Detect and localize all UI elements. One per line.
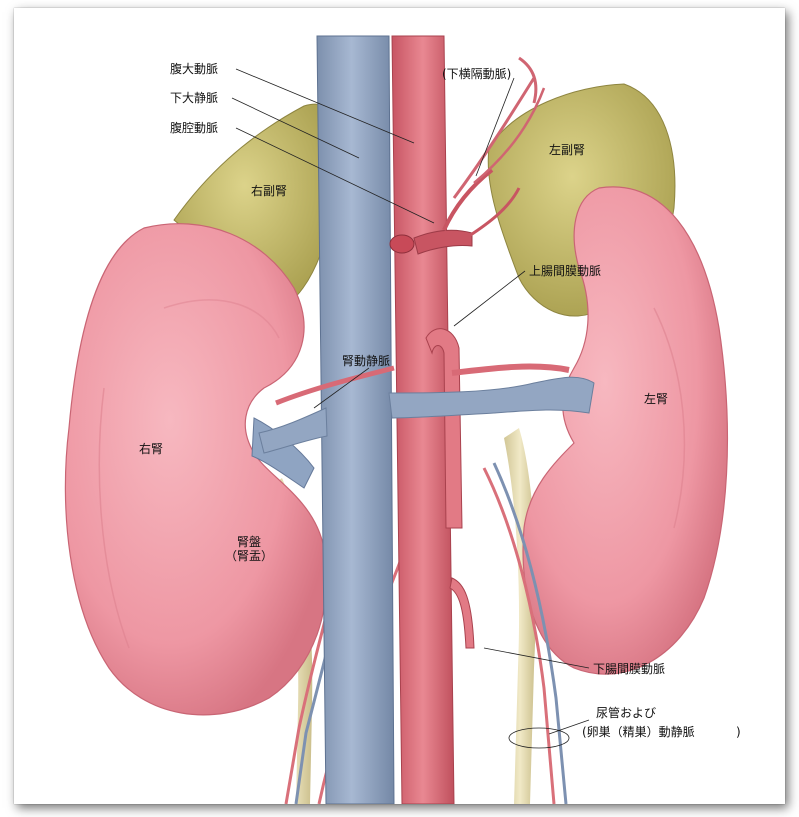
label-right-kidney: 右腎 xyxy=(139,442,163,456)
label-abdominal-aorta: 腹大動脈 xyxy=(170,62,218,76)
label-ureter-line2-close: ) xyxy=(736,725,741,739)
label-celiac-artery: 腹腔動脈 xyxy=(170,121,218,135)
inferior-mesenteric-artery-vessel xyxy=(450,578,474,648)
label-renal-pelvis-line1: 腎盤 xyxy=(214,535,284,549)
label-renal-pelvis: 腎盤 （腎盂） xyxy=(214,535,284,563)
figure-frame: 腹大動脈 下大静脈 腹腔動脈 (下横隔動脈) 左副腎 右副腎 上腸間膜動脈 腎動… xyxy=(14,8,785,804)
label-renal-artery-vein: 腎動静脈 xyxy=(342,354,390,368)
label-left-kidney: 左腎 xyxy=(644,392,668,406)
label-superior-mesenteric-artery: 上腸間膜動脈 xyxy=(529,264,601,278)
label-inferior-phrenic-artery: (下横隔動脈) xyxy=(442,67,511,81)
inferior-vena-cava-vessel xyxy=(317,36,394,804)
label-inferior-vena-cava: 下大静脈 xyxy=(170,91,218,105)
label-left-adrenal: 左副腎 xyxy=(549,143,585,157)
label-ureter-line1: 尿管および xyxy=(596,706,656,720)
label-ureter-line2: (卵巣（精巣）動静脈 xyxy=(582,725,695,739)
kidney-anatomy-illustration xyxy=(14,8,785,804)
label-inferior-mesenteric-artery: 下腸間膜動脈 xyxy=(593,662,665,676)
label-right-adrenal: 右副腎 xyxy=(251,184,287,198)
label-renal-pelvis-line2: （腎盂） xyxy=(214,549,284,563)
